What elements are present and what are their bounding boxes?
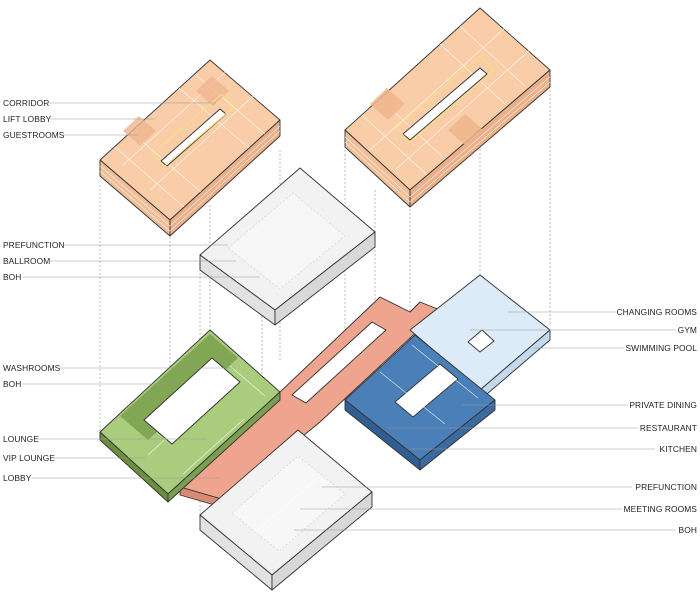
label-vip-lounge: VIP LOUNGE	[3, 453, 55, 463]
label-private-dining: PRIVATE DINING	[629, 400, 697, 410]
right-labels: CHANGING ROOMS GYM SWIMMING POOL PRIVATE…	[294, 307, 697, 535]
restaurant-block	[344, 334, 496, 471]
label-kitchen: KITCHEN	[660, 444, 697, 454]
label-boh-lounge: BOH	[3, 379, 21, 389]
label-guestrooms: GUESTROOMS	[3, 130, 65, 140]
label-washrooms: WASHROOMS	[3, 363, 61, 373]
label-gym: GYM	[678, 325, 697, 335]
lounge-block	[99, 329, 281, 503]
label-boh-ballroom: BOH	[3, 272, 21, 282]
label-prefunction-top: PREFUNCTION	[3, 240, 65, 250]
label-lobby: LOBBY	[3, 473, 32, 483]
label-lift-lobby: LIFT LOBBY	[3, 114, 52, 124]
label-prefunction-bottom: PREFUNCTION	[635, 482, 697, 492]
label-swimming-pool: SWIMMING POOL	[625, 343, 697, 353]
label-boh-meeting: BOH	[679, 525, 697, 535]
label-corridor: CORRIDOR	[3, 98, 49, 108]
left-labels: CORRIDOR LIFT LOBBY GUESTROOMS PREFUNCTI…	[3, 98, 260, 483]
label-restaurant: RESTAURANT	[640, 423, 697, 433]
label-meeting-rooms: MEETING ROOMS	[624, 504, 698, 514]
guestroom-block-right	[344, 7, 551, 208]
label-lounge: LOUNGE	[3, 434, 39, 444]
label-changing-rooms: CHANGING ROOMS	[616, 307, 697, 317]
label-ballroom: BALLROOM	[3, 256, 50, 266]
ballroom-block	[199, 167, 376, 326]
meeting-rooms-block	[199, 429, 373, 591]
guestroom-block-left	[99, 59, 281, 237]
